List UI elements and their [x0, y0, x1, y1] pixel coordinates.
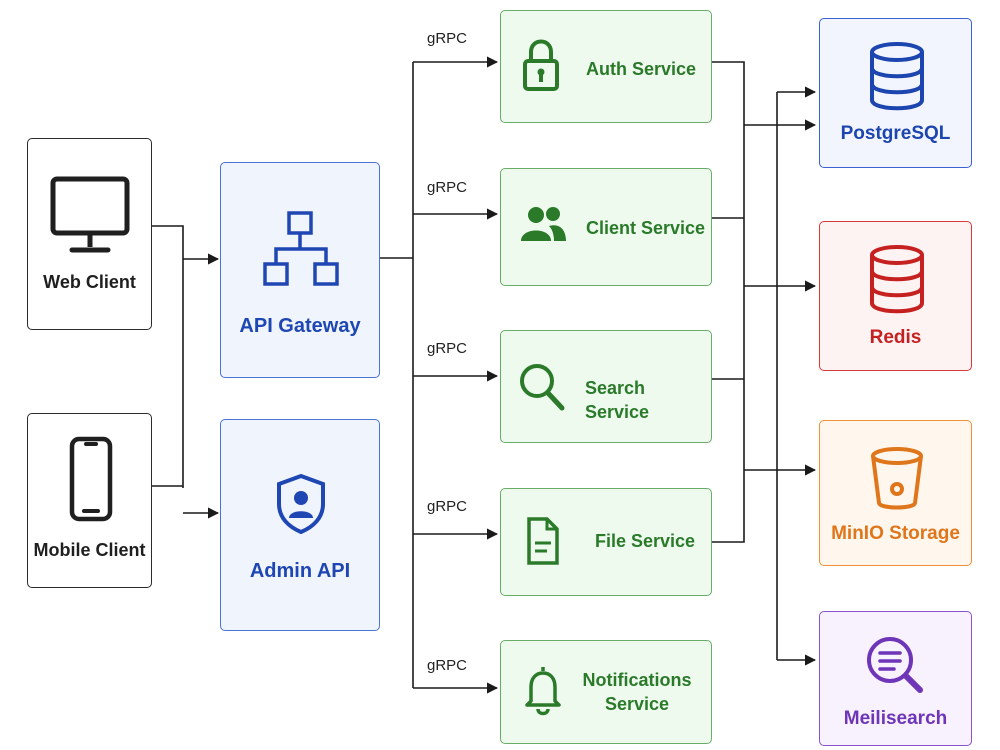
minio-storage-label: MinIO Storage — [831, 523, 960, 544]
grpc-label: gRPC — [427, 179, 468, 196]
api-gateway-node[interactable]: API Gateway — [220, 162, 380, 378]
web-client-label: Web Client — [43, 272, 136, 292]
minio-storage-node[interactable]: MinIO Storage — [819, 420, 972, 566]
bucket-icon — [871, 447, 923, 510]
grpc-label: gRPC — [427, 30, 468, 47]
notifications-service-node[interactable]: Notifications Service — [500, 640, 712, 744]
database-icon — [870, 42, 924, 111]
search-icon — [520, 364, 565, 411]
web-client-node[interactable]: Web Client — [27, 138, 152, 330]
search-service-node[interactable]: Search Service — [500, 330, 712, 443]
hierarchy-icon — [263, 211, 339, 286]
shield-user-icon — [277, 473, 325, 535]
lock-icon — [523, 39, 559, 91]
bell-icon — [525, 667, 561, 716]
grpc-label: gRPC — [427, 657, 468, 674]
admin-api-label: Admin API — [249, 560, 351, 582]
users-icon — [521, 207, 566, 241]
search-service-label: Search Service — [585, 378, 650, 422]
search-doc-icon — [867, 637, 923, 693]
edge-auth-out — [712, 61, 745, 543]
meilisearch-node[interactable]: Meilisearch — [819, 611, 972, 746]
redis-node[interactable]: Redis — [819, 221, 972, 371]
file-service-node[interactable]: File Service — [500, 488, 712, 596]
grpc-label: gRPC — [427, 340, 468, 357]
auth-service-label: Auth Service — [586, 59, 697, 79]
postgresql-node[interactable]: PostgreSQL — [819, 18, 972, 168]
api-gateway-label: API Gateway — [239, 315, 361, 337]
notifications-service-label: Notifications Service — [582, 670, 692, 714]
database-icon — [870, 245, 924, 314]
auth-service-node[interactable]: Auth Service — [500, 10, 712, 123]
grpc-label: gRPC — [427, 498, 468, 515]
admin-api-node[interactable]: Admin API — [220, 419, 380, 631]
mobile-client-node[interactable]: Mobile Client — [27, 413, 152, 588]
client-service-node[interactable]: Client Service — [500, 168, 712, 286]
redis-label: Redis — [869, 327, 922, 348]
client-service-label: Client Service — [586, 218, 706, 238]
monitor-icon — [50, 176, 130, 253]
file-service-label: File Service — [595, 531, 696, 551]
edge-web-to-bus — [152, 225, 184, 488]
postgresql-label: PostgreSQL — [840, 123, 951, 144]
meilisearch-label: Meilisearch — [843, 708, 948, 729]
mobile-client-label: Mobile Client — [33, 540, 146, 560]
smartphone-icon — [69, 436, 113, 522]
file-icon — [527, 517, 559, 565]
